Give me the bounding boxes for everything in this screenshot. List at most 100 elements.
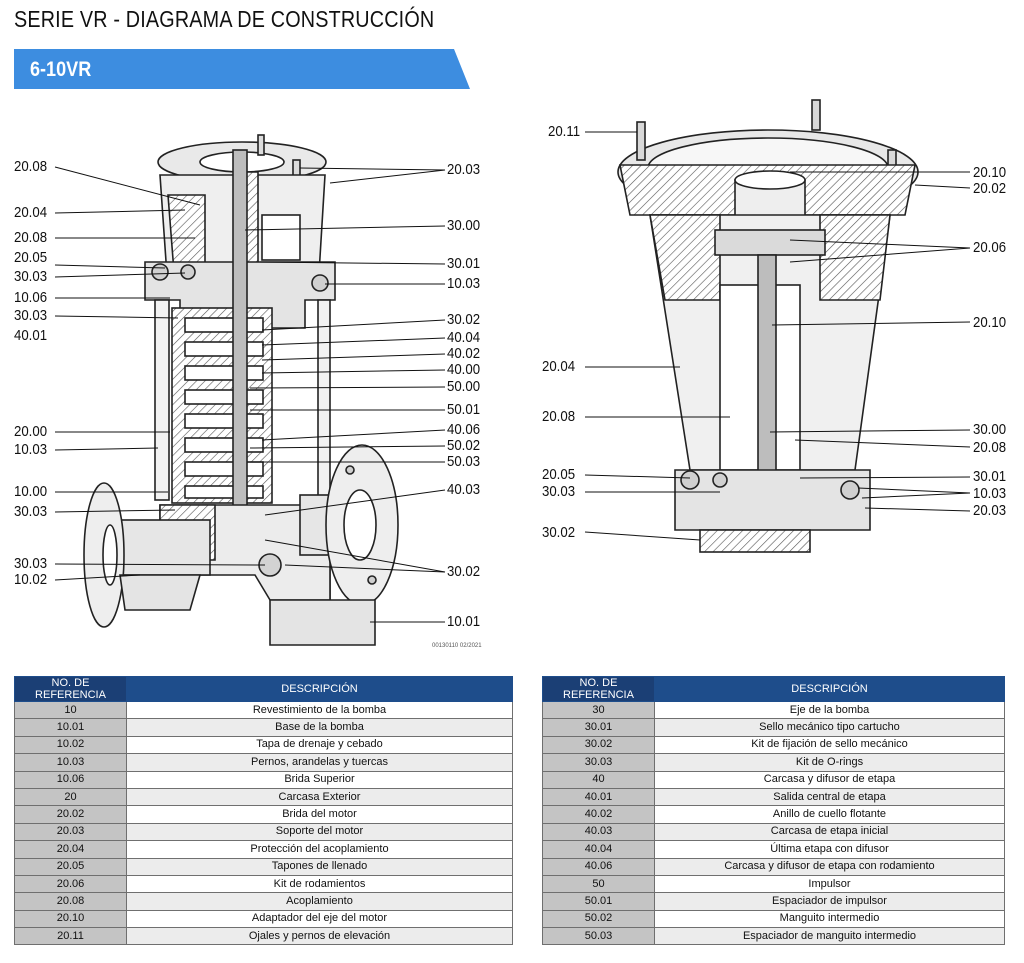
ref-cell: 20.03 — [14, 822, 127, 842]
page-title: SERIE VR - DIAGRAMA DE CONSTRUCCIÓN — [14, 6, 435, 32]
pump-section-view — [83, 134, 399, 646]
callout-label: 30.02 — [542, 524, 576, 541]
model-banner — [14, 49, 470, 89]
ref-cell: 20.10 — [14, 909, 127, 929]
callout-label: 40.03 — [447, 481, 481, 498]
description-cell: Carcasa y difusor de etapa con rodamient… — [654, 857, 1005, 876]
callout-label: 40.02 — [447, 345, 481, 362]
description-cell: Manguito intermedio — [654, 909, 1005, 929]
model-banner-label: 6-10VR — [30, 58, 92, 81]
callout-label: 40.00 — [447, 361, 481, 378]
callout-label: 50.00 — [447, 378, 481, 395]
description-cell: Impulsor — [654, 874, 1005, 894]
callout-label: 20.03 — [447, 161, 481, 178]
ref-cell: 10 — [14, 700, 127, 720]
ref-cell: 40.01 — [542, 787, 655, 807]
ref-cell: 50.02 — [542, 909, 655, 929]
ref-cell: 40.06 — [542, 857, 655, 876]
description-cell: Eje de la bomba — [654, 700, 1005, 720]
table-header-row: NO. DE REFERENCIA DESCRIPCIÓN — [14, 676, 513, 702]
callout-label: 50.02 — [447, 437, 481, 454]
table-header-row: NO. DE REFERENCIA DESCRIPCIÓN — [542, 676, 1005, 702]
description-cell: Sello mecánico tipo cartucho — [654, 718, 1005, 737]
ref-cell: 20.11 — [14, 927, 127, 946]
ref-cell: 40 — [542, 770, 655, 789]
description-cell: Kit de O-rings — [654, 753, 1005, 772]
ref-cell: 20.06 — [14, 874, 127, 894]
callout-label: 40.04 — [447, 329, 481, 346]
callout-label: 20.04 — [542, 358, 576, 375]
callout-label: 10.00 — [14, 483, 48, 500]
description-cell: Pernos, arandelas y tuercas — [126, 753, 513, 772]
callout-label: 30.02 — [447, 563, 481, 580]
callout-label: 30.00 — [447, 217, 481, 234]
callout-label: 20.06 — [973, 239, 1007, 256]
ref-cell: 10.06 — [14, 770, 127, 789]
callout-label: 30.01 — [973, 468, 1007, 485]
description-cell: Protección del acoplamiento — [126, 840, 513, 859]
callout-label: 50.03 — [447, 453, 481, 470]
description-cell: Kit de rodamientos — [126, 874, 513, 894]
callout-label: 20.05 — [542, 466, 576, 483]
callout-label: 10.03 — [447, 275, 481, 292]
description-cell: Anillo de cuello flotante — [654, 805, 1005, 824]
ref-cell: 50.01 — [542, 892, 655, 911]
description-cell: Salida central de etapa — [654, 787, 1005, 807]
callout-label: 20.03 — [973, 502, 1007, 519]
callout-label: 20.11 — [548, 123, 581, 140]
callout-label: 30.03 — [14, 503, 48, 520]
callout-label: 30.03 — [542, 483, 576, 500]
ref-cell: 40.03 — [542, 822, 655, 842]
callout-label: 50.01 — [447, 401, 481, 418]
column-header-description: DESCRIPCIÓN — [126, 676, 513, 702]
description-cell: Brida Superior — [126, 770, 513, 789]
callout-label: 10.03 — [973, 485, 1007, 502]
description-cell: Brida del motor — [126, 805, 513, 824]
callout-label: 30.00 — [973, 421, 1007, 438]
callout-label: 10.01 — [447, 613, 481, 630]
callout-label: 20.08 — [973, 439, 1007, 456]
description-cell: Carcasa y difusor de etapa — [654, 770, 1005, 789]
ref-cell: 10.03 — [14, 753, 127, 772]
callout-label: 20.08 — [542, 408, 576, 425]
ref-cell: 20.02 — [14, 805, 127, 824]
description-cell: Última etapa con difusor — [654, 840, 1005, 859]
callout-label: 20.08 — [14, 158, 48, 175]
ref-cell: 10.01 — [14, 718, 127, 737]
callout-label: 30.02 — [447, 311, 481, 328]
description-cell: Base de la bomba — [126, 718, 513, 737]
description-cell: Kit de fijación de sello mecánico — [654, 735, 1005, 755]
ref-cell: 20 — [14, 787, 127, 807]
ref-cell: 30.02 — [542, 735, 655, 755]
ref-cell: 20.05 — [14, 857, 127, 876]
ref-cell: 30.01 — [542, 718, 655, 737]
callout-label: 10.02 — [14, 571, 48, 588]
callout-label: 20.10 — [973, 164, 1007, 181]
description-cell: Espaciador de impulsor — [654, 892, 1005, 911]
column-header-reference: NO. DE REFERENCIA — [14, 676, 127, 702]
description-cell: Carcasa de etapa inicial — [654, 822, 1005, 842]
description-cell: Tapones de llenado — [126, 857, 513, 876]
ref-cell: 30 — [542, 700, 655, 720]
description-cell: Adaptador del eje del motor — [126, 909, 513, 929]
